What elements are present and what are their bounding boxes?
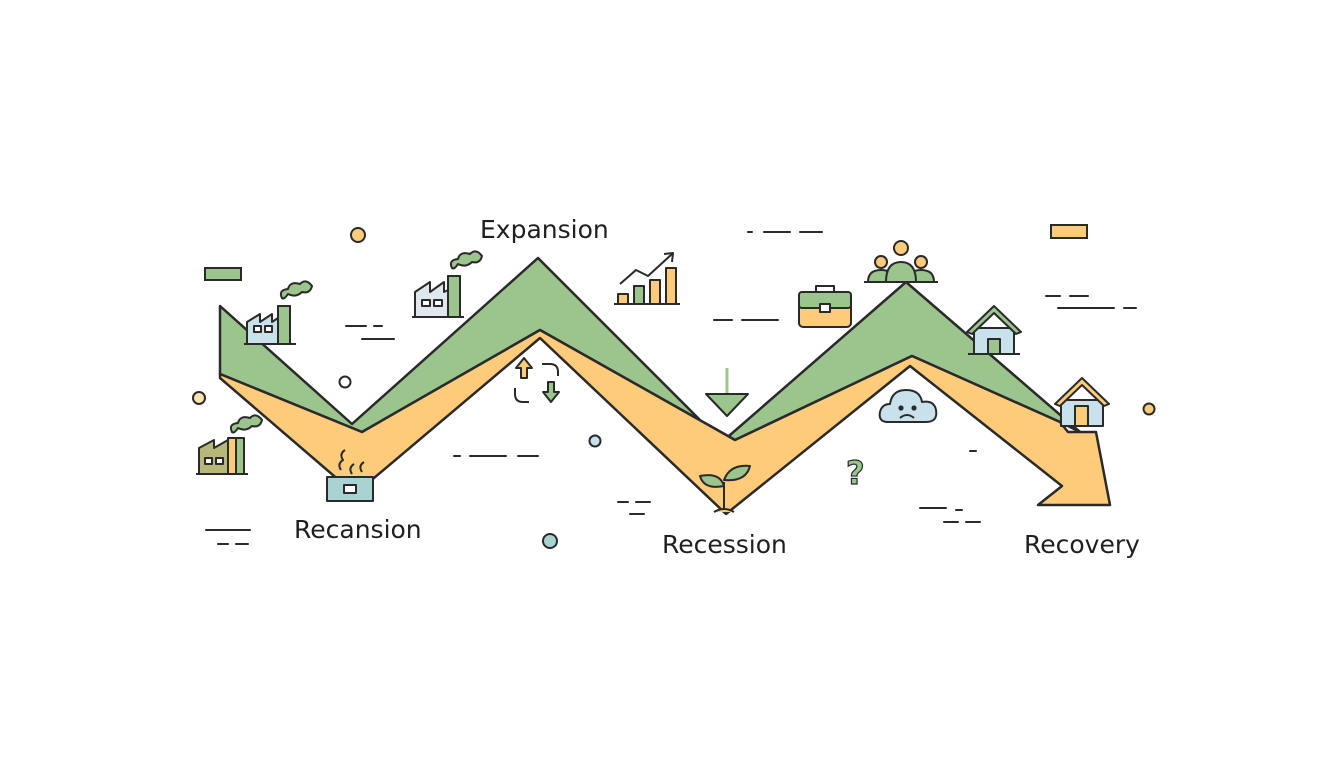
decorative-dashes bbox=[205, 231, 1137, 545]
label-recession: Recession bbox=[662, 530, 787, 559]
yellow-band bbox=[218, 328, 1112, 516]
deco-rect-green bbox=[204, 267, 242, 281]
deco-rect-yellow bbox=[1050, 224, 1088, 239]
money-bill-icon bbox=[326, 449, 374, 502]
factory-icon bbox=[412, 250, 483, 318]
factory-icon bbox=[196, 414, 263, 475]
briefcase-icon bbox=[798, 285, 852, 328]
factory-icon bbox=[244, 280, 313, 345]
label-recovery: Recovery bbox=[1024, 530, 1140, 559]
house-icon bbox=[966, 305, 1022, 355]
sad-cloud-icon bbox=[878, 389, 938, 423]
people-group-icon bbox=[864, 240, 938, 283]
label-expansion: Expansion bbox=[480, 215, 609, 244]
question-mark-icon: ? bbox=[846, 454, 865, 492]
house-icon bbox=[1054, 377, 1110, 427]
down-arrow-icon bbox=[705, 368, 749, 417]
label-recansion: Recansion bbox=[294, 515, 422, 544]
bar-chart-trend-icon bbox=[614, 252, 680, 305]
decorative-dots bbox=[192, 227, 1156, 549]
seedling-icon bbox=[699, 464, 751, 513]
cycle-arrows-icon bbox=[514, 357, 560, 403]
